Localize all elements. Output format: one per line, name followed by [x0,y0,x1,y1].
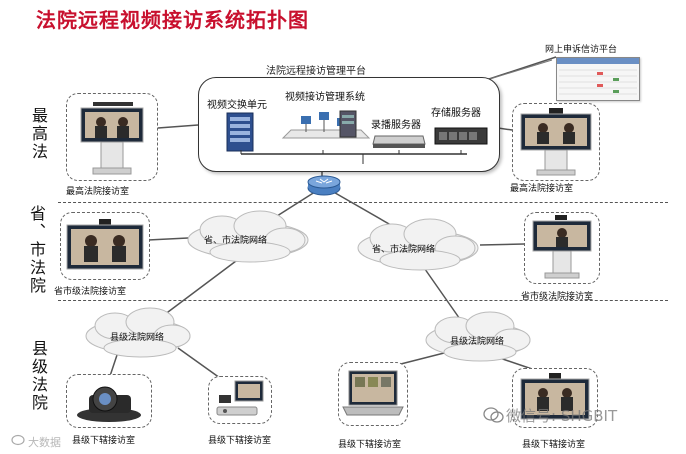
cloud-shape-prov-left [187,210,309,263]
room-prov-right-label: 省市级法院接访室 [521,292,594,302]
recording-server-icon [372,135,426,148]
platform-bus [240,150,467,164]
room-county-3-label: 县级下辖接访室 [338,440,402,450]
tier-divider-top [58,202,668,203]
platform-title: 法院远程接访管理平台 [266,66,366,77]
room-county-2 [208,376,272,424]
video-terminal-icon [532,215,592,279]
weibo-icon [11,434,25,446]
room-county-1-label: 县级下辖接访室 [72,436,136,446]
cloud-shape-county-left [85,307,191,358]
tier-label-provincial: 省、市法院 [27,205,46,295]
laptop-terminal-icon [342,370,404,416]
tier-divider-bottom [58,300,668,301]
weibo-watermark: 大数据 [28,436,61,449]
room-prov-right [524,212,600,284]
cloud-prov-right-label: 省、市法院网络 [372,245,436,255]
room-county-1 [66,374,152,428]
cloud-county-right-label: 县级法院网络 [450,337,505,347]
pan-tilt-camera-icon [77,386,141,422]
cloud-shape-prov-right [357,218,479,271]
mgmt-system-label: 视频接访管理系统 [285,92,365,103]
storage-server-icon [434,127,488,145]
wechat-watermark: 微信号: SHGBIT [506,407,618,425]
cloud-county-left-label: 县级法院网络 [110,333,165,343]
desktop-terminal-icon [216,380,264,416]
room-prov-left [60,212,150,280]
room-supreme-right-label: 最高法院接访室 [510,184,574,194]
cloud-shape-county-right [425,311,531,362]
router-icon [307,175,341,196]
video-switch-icon [226,112,254,152]
room-supreme-left [66,93,158,181]
video-switch-label: 视频交换单元 [207,100,267,111]
platform-box: 视频交换单元 视频接访管理系统 录播服务器 存储服务器 [198,77,500,172]
tier-label-supreme: 最高法 [29,107,48,161]
storage-server-label: 存储服务器 [431,108,481,119]
room-prov-left-label: 省市级法院接访室 [54,287,127,297]
room-county-4-label: 县级下辖接访室 [522,440,586,450]
room-county-3 [338,362,408,426]
video-terminal-icon [80,102,144,175]
web-portal-label: 网上申诉信访平台 [545,45,618,55]
server-stack-icon [339,110,357,138]
diagram-title: 法院远程视频接访系统拓扑图 [36,8,309,32]
video-terminal-icon [520,373,590,420]
web-portal-table-icon [557,58,639,95]
wechat-icon [483,407,504,423]
video-terminal-icon [520,108,592,176]
room-county-4 [512,368,598,428]
cloud-prov-left-label: 省、市法院网络 [204,236,268,246]
video-terminal-icon [66,219,144,270]
recording-server-label: 录播服务器 [371,120,421,131]
web-portal-screenshot [556,57,640,101]
room-county-2-label: 县级下辖接访室 [208,436,272,446]
room-supreme-right [512,103,600,181]
tier-label-county: 县级法院 [29,340,48,412]
room-supreme-left-label: 最高法院接访室 [66,187,130,197]
